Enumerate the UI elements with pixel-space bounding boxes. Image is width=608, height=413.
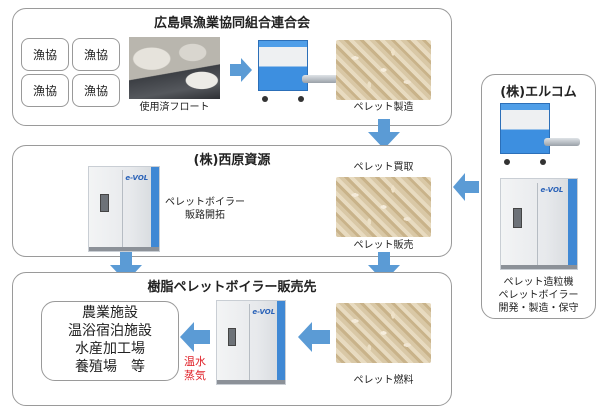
boiler-brand-logo: e-VOL	[125, 173, 149, 182]
facility-item: 水産加工場	[75, 341, 145, 357]
coop-box: 漁協	[21, 38, 69, 71]
heat-output-line: 温水	[184, 355, 206, 368]
arrow-down-icon	[368, 252, 400, 282]
elcom-description: ペレット造粒機 ペレットボイラー 開発・製造・保守	[481, 276, 596, 315]
pellet-image	[336, 40, 431, 100]
facilities-box	[41, 301, 179, 381]
boiler-sales-line: 販路開拓	[185, 210, 225, 221]
facility-item: 温浴宿泊施設	[68, 323, 152, 339]
elcom-description-line: ペレット造粒機	[503, 277, 574, 288]
arrow-left-icon	[180, 322, 210, 352]
arrow-left-icon	[298, 322, 330, 352]
boiler-image: e-VOL	[216, 300, 286, 385]
used-float-image	[129, 37, 220, 99]
coop-box: 漁協	[72, 38, 120, 71]
boiler-image: e-VOL	[88, 166, 160, 252]
boiler-image: e-VOL	[500, 178, 578, 270]
heat-output-line: 蒸気	[184, 369, 206, 382]
facility-item: 養殖場 等	[75, 359, 145, 375]
heat-output-label: 温水 蒸気	[180, 355, 210, 383]
arrow-down-icon	[368, 119, 400, 149]
customers-title: 樹脂ペレットボイラー販売先	[147, 280, 317, 295]
pellet-fuel-label: ペレット燃料	[353, 375, 414, 386]
pelletizer-machine-image	[500, 103, 580, 165]
pellet-purchase-label: ペレット買取	[353, 162, 414, 173]
boiler-sales-text: ペレットボイラー 販路開拓	[160, 196, 250, 222]
elcom-title: (株)エルコム	[500, 85, 577, 100]
federation-title: 広島県漁業協同組合連合会	[153, 16, 310, 31]
arrow-left-icon	[453, 173, 479, 201]
elcom-description-line: ペレットボイラー	[498, 290, 579, 301]
pelletizer-machine-image	[258, 40, 338, 102]
arrow-down-icon	[110, 252, 142, 282]
pellet-image	[336, 177, 431, 237]
boiler-brand-logo: e-VOL	[540, 186, 564, 195]
pellet-production-label: ペレット製造	[353, 102, 414, 113]
pellet-image	[336, 303, 431, 363]
coop-box: 漁協	[21, 74, 69, 107]
facility-item: 農業施設	[82, 305, 138, 321]
boiler-brand-logo: e-VOL	[252, 307, 276, 316]
used-float-label: 使用済フロート	[139, 102, 210, 113]
elcom-description-line: 開発・製造・保守	[498, 303, 579, 314]
coop-box: 漁協	[72, 74, 120, 107]
arrow-right-icon	[230, 58, 252, 82]
facilities-list: 農業施設 温浴宿泊施設 水産加工場 養殖場 等	[41, 304, 179, 376]
boiler-sales-line: ペレットボイラー	[165, 197, 245, 208]
pellet-sales-label: ペレット販売	[353, 240, 414, 251]
nishihara-title: (株)西原資源	[193, 153, 271, 168]
